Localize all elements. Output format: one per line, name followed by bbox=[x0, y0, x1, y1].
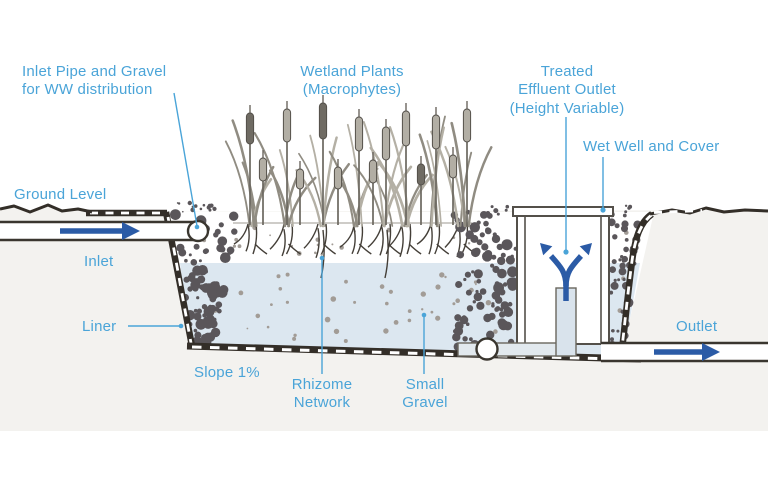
label-small-gravel: Small Gravel bbox=[402, 376, 448, 412]
collector-pipe-icon bbox=[475, 337, 499, 361]
label-inlet: Inlet bbox=[84, 253, 114, 270]
well-cover bbox=[512, 206, 614, 217]
label-ground-level: Ground Level bbox=[14, 186, 107, 203]
label-inlet-pipe: Inlet Pipe and Gravel for WW distributio… bbox=[22, 63, 167, 99]
label-liner: Liner bbox=[82, 318, 117, 335]
outlet-flow-arrow-icon bbox=[654, 343, 720, 361]
outlet-collection-channel bbox=[457, 342, 573, 357]
label-leader-lines bbox=[128, 92, 606, 374]
label-rhizome: Rhizome Network bbox=[291, 376, 353, 412]
effluent-split-arrow-icon bbox=[540, 243, 592, 301]
inlet-flow-arrow-icon bbox=[60, 222, 140, 240]
wetland-plants-illustration bbox=[224, 95, 493, 228]
label-wet-well: Wet Well and Cover bbox=[583, 138, 720, 155]
label-treated-effluent: Treated Effluent Outlet (Height Variable… bbox=[509, 63, 625, 117]
inlet-distribution-pipe-icon bbox=[186, 219, 210, 243]
label-outlet: Outlet bbox=[676, 318, 718, 335]
label-wetland-plants: Wetland Plants (Macrophytes) bbox=[300, 63, 404, 99]
label-slope: Slope 1% bbox=[194, 364, 260, 381]
coarse-gravel-dots bbox=[170, 200, 642, 354]
